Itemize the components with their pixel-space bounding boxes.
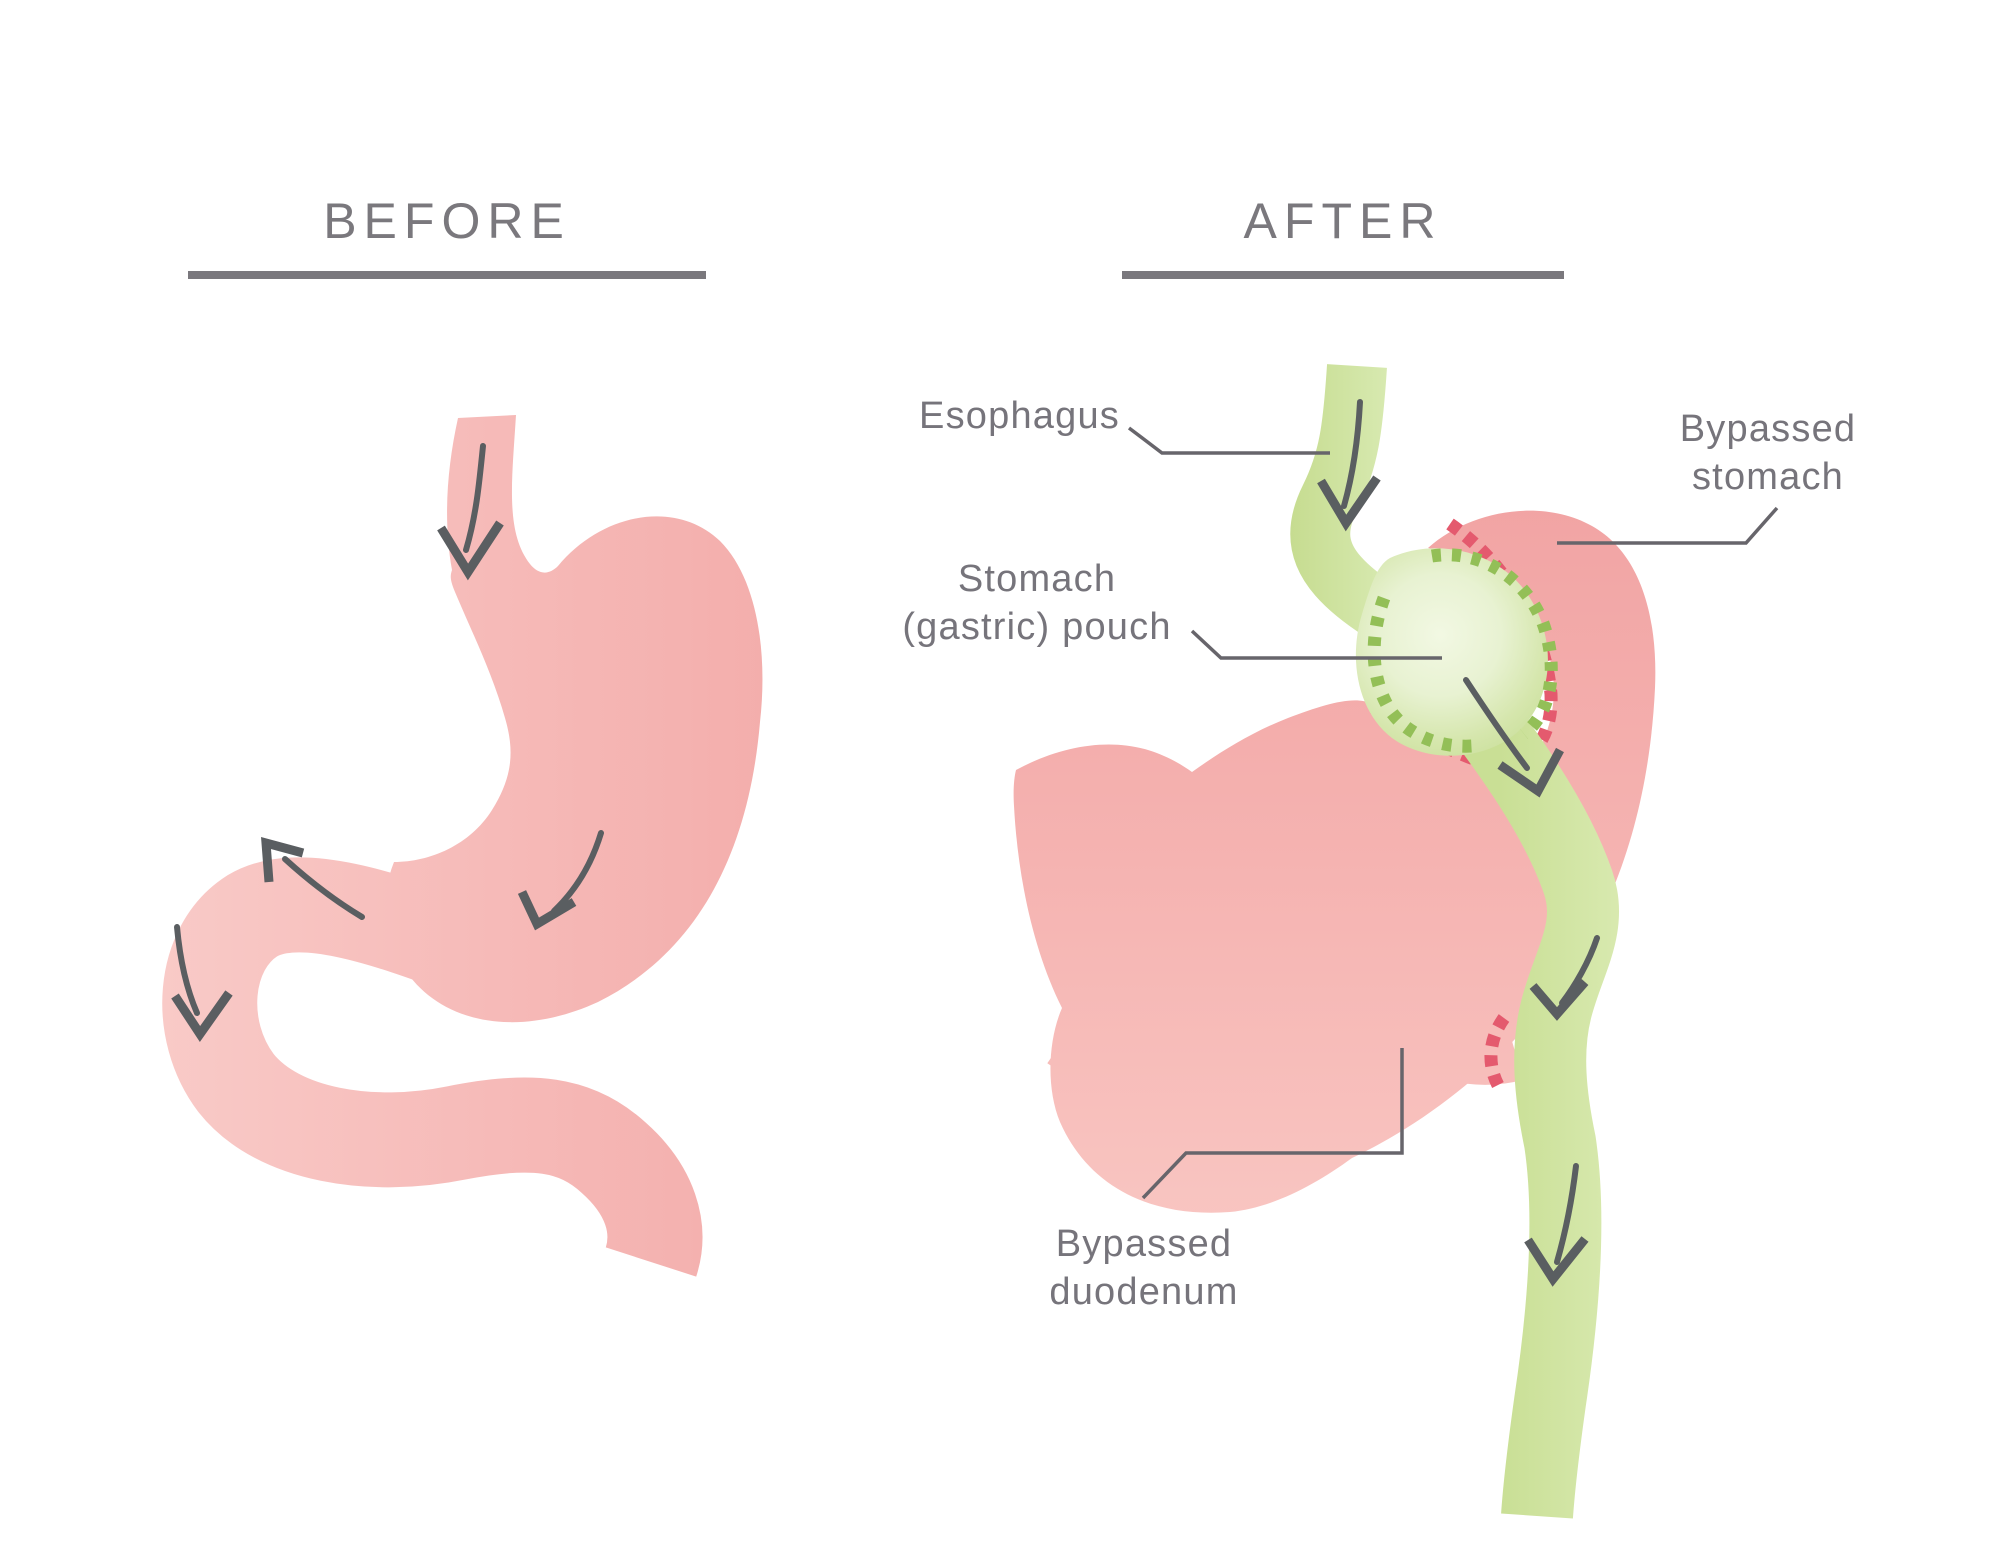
label-stomach-pouch-line2: (gastric) pouch <box>902 606 1172 648</box>
flow-arrow-esophagus-after <box>1317 399 1381 532</box>
flow-arrow-esophagus-before <box>437 443 504 581</box>
label-esophagus: Esophagus <box>840 392 1120 440</box>
flow-arrow-antrum-before <box>261 836 365 920</box>
label-stomach-pouch-line1: Stomach <box>957 558 1117 600</box>
flow-arrow-stomach-body-before <box>517 830 604 931</box>
before-title-underline <box>188 271 706 279</box>
before-stomach-shape <box>385 415 763 1023</box>
flow-arrow-duodenum-before <box>171 924 233 1042</box>
esophagus-tube-after <box>1290 364 1408 644</box>
label-bypassed-duodenum-line2: duodenum <box>1049 1271 1239 1313</box>
label-bypassed-stomach-line1: Bypassed <box>1679 408 1857 450</box>
leader-line-bypassed-duodenum <box>1141 1048 1404 1200</box>
after-title: AFTER <box>1243 193 1443 249</box>
label-bypassed-duodenum-line1: Bypassed <box>1055 1223 1233 1265</box>
after-bypassed-duodenum-tube <box>1047 1008 1524 1111</box>
staple-line-red-junction <box>1484 1014 1510 1096</box>
gastric-pouch-shape <box>1355 548 1548 756</box>
label-bypassed-duodenum: Bypassed duodenum <box>1014 1220 1274 1316</box>
leader-line-esophagus <box>1127 426 1330 455</box>
label-stomach-pouch: Stomach (gastric) pouch <box>887 555 1187 651</box>
label-esophagus-text: Esophagus <box>919 395 1120 437</box>
flow-arrow-limb-mid <box>1529 935 1600 1021</box>
leader-line-bypassed-stomach <box>1557 506 1779 545</box>
flow-arrow-pouch-outlet <box>1463 677 1564 798</box>
label-bypassed-stomach: Bypassed stomach <box>1648 405 1888 501</box>
after-title-underline <box>1122 271 1564 279</box>
before-title: BEFORE <box>323 193 571 249</box>
staple-line-green-pouch <box>1367 548 1558 753</box>
before-duodenum-tube <box>162 857 703 1277</box>
leader-line-stomach-pouch <box>1190 629 1442 660</box>
roux-limb-tube <box>1433 670 1619 1519</box>
label-bypassed-stomach-line2: stomach <box>1691 456 1844 498</box>
flow-arrow-limb-low <box>1524 1163 1589 1287</box>
